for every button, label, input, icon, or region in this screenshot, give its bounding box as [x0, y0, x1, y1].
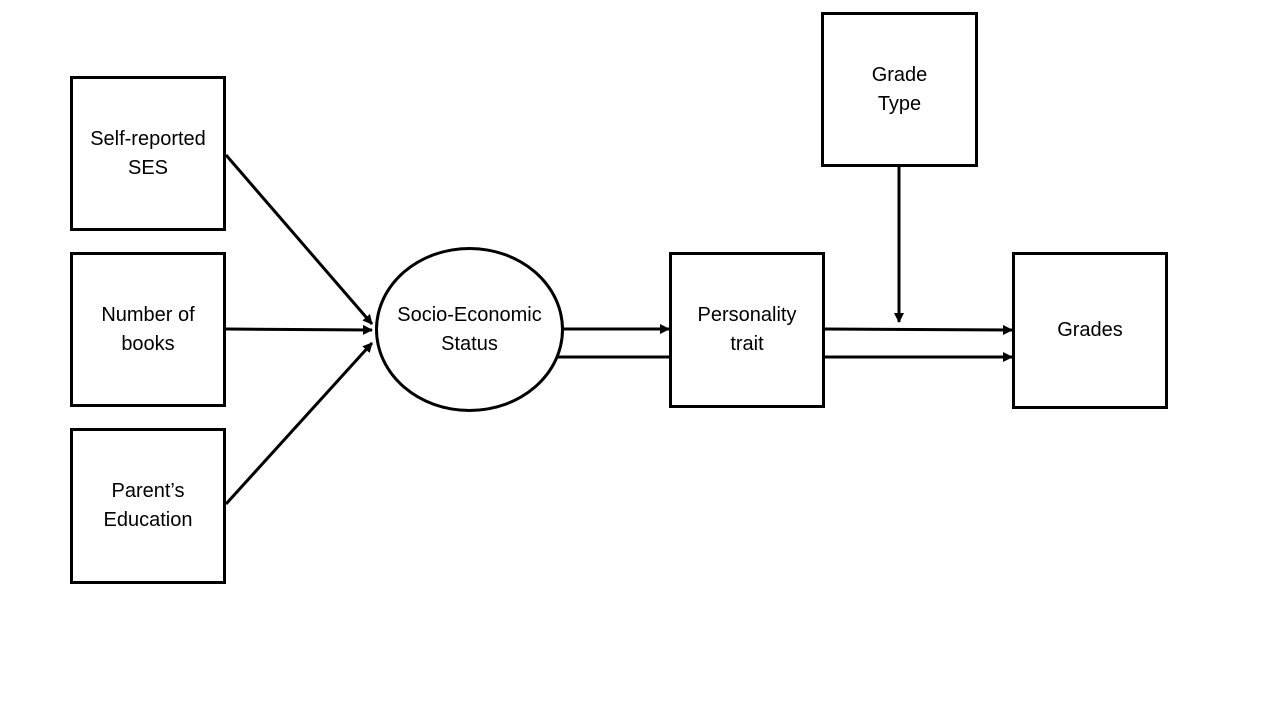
node-personality-trait-label: Personality trait: [697, 304, 797, 355]
node-socio-economic-status-label: Socio-Economic Status: [397, 303, 542, 355]
arrow-personality-to-grades: [823, 324, 1013, 335]
node-number-of-books: Number of books: [70, 252, 226, 407]
node-grade-type: Grade Type: [821, 12, 978, 167]
arrow-education-to-ses: [224, 341, 374, 506]
node-grades: Grades: [1012, 252, 1168, 409]
node-parents-education-label: Parent’s Education: [103, 480, 193, 531]
node-parents-education: Parent’s Education: [70, 428, 226, 584]
node-personality-trait: Personality trait: [669, 252, 825, 408]
arrow-self-reported-to-ses: [224, 154, 374, 325]
node-self-reported-ses-label: Self-reported SES: [90, 127, 206, 179]
node-socio-economic-status: Socio-Economic Status: [375, 247, 564, 412]
arrow-books-to-ses: [225, 324, 373, 335]
node-grades-label: Grades: [1057, 319, 1123, 341]
node-number-of-books-label: Number of books: [101, 303, 195, 355]
node-self-reported-ses: Self-reported SES: [70, 76, 226, 231]
node-grade-type-label: Grade Type: [871, 63, 928, 115]
